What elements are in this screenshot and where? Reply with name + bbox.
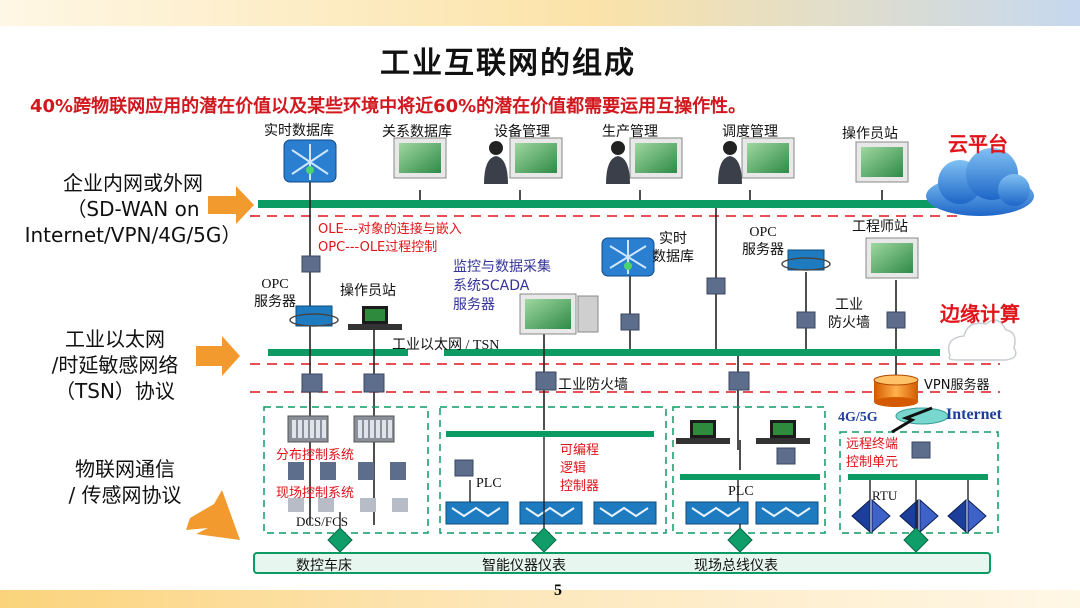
label-cnc: 数控车床 [296,558,352,574]
layer-label-enterprise: 企业内网或外网 （SD-WAN on Internet/VPN/4G/5G） [24,171,242,247]
label-remote-terminal: 远程终端 控制单元 [846,437,899,470]
label-programmable-logic: 可编程 逻辑 控制器 [560,443,600,494]
terminal-icon [348,306,810,444]
ethernet-bus-right [444,349,940,356]
cloud-icon [926,148,1034,216]
switch-icon [301,255,931,477]
label-scada: 监控与数据采集 系统SCADA 服务器 [453,259,551,313]
label-vpn-server: VPN服务器 [924,378,990,393]
arrow-icon [186,490,240,540]
label-realtime-db: 实时数据库 [264,123,334,139]
label-plc-2: PLC [728,484,754,499]
arrow-icon [208,186,254,224]
label-opc-server-right: OPC 服务器 [742,225,784,258]
label-operator-station-mid: 操作员站 [340,283,396,299]
vpn-server-icon [873,374,919,407]
label-engineer-station: 工程师站 [852,219,908,235]
server-rack-icon [287,415,395,443]
label-fieldbus-instruments: 现场总线仪表 [694,558,778,574]
field-bus-rtu [848,474,988,480]
bottom-decor-band [0,590,1080,608]
enterprise-bus [258,200,948,208]
label-rtu: RTU [872,488,898,503]
label-cloud-platform: 云平台 [948,132,1008,156]
layer-label-iot: 物联网通信 / 传感网协议 [68,457,182,507]
database-icon [283,139,655,277]
field-bus-plc1 [446,431,654,437]
label-opc-server-left: OPC 服务器 [254,277,296,310]
label-dispatch-mgmt: 调度管理 [722,124,778,140]
field-device-bar [253,552,991,574]
operator-person-icon [484,141,742,184]
page-title: 工业互联网的组成 [380,46,636,81]
label-smart-instruments: 智能仪器仪表 [482,558,566,574]
opc-server-icon [289,249,831,327]
ethernet-bus-left [268,349,408,356]
field-bus-plc2 [680,474,820,480]
label-ethernet-bus: 工业以太网 / TSN [392,338,500,353]
label-plc-1: PLC [476,476,502,491]
note-opc: OPC---OLE过程控制 [318,240,438,255]
page-number: 5 [554,582,562,599]
label-edge-computing: 边缘计算 [940,302,1020,326]
note-ole: OLE---对象的连接与嵌入 [318,222,462,237]
field-drops [339,437,969,528]
label-equipment-mgmt: 设备管理 [494,124,550,140]
edge-cloud-icon [947,319,1017,361]
arrow-icon [196,336,240,376]
label-4g5g: 4G/5G [838,410,878,425]
label-firewall-mid: 工业防火墙 [558,377,628,393]
label-production-mgmt: 生产管理 [602,124,658,140]
sensor-node-icon [327,527,929,553]
label-field-control: 现场控制系统 [276,486,355,501]
label-internet: Internet [946,406,1002,423]
page-subtitle: 40%跨物联网应用的潜在价值以及某些环境中将近60%的潜在价值都需要运用互操作性… [30,96,747,117]
label-firewall-right: 工业 防火墙 [828,297,870,331]
label-operator-station: 操作员站 [842,126,898,142]
router-icon [445,501,819,525]
label-realtime-db-mid: 实时 数据库 [652,231,694,265]
wireless-link-icon [891,406,949,434]
label-dcs-fcs: DCS/FCS [296,514,349,529]
workstation-icon [393,137,919,335]
rtu-device-icon [851,498,987,534]
layer-label-ethernet: 工业以太网 /时延敏感网络 （TSN）协议 [51,327,179,403]
label-relational-db: 关系数据库 [382,124,452,140]
top-decor-band [0,0,1080,26]
label-distributed-control: 分布控制系统 [276,448,355,463]
io-module-icon [288,462,408,512]
